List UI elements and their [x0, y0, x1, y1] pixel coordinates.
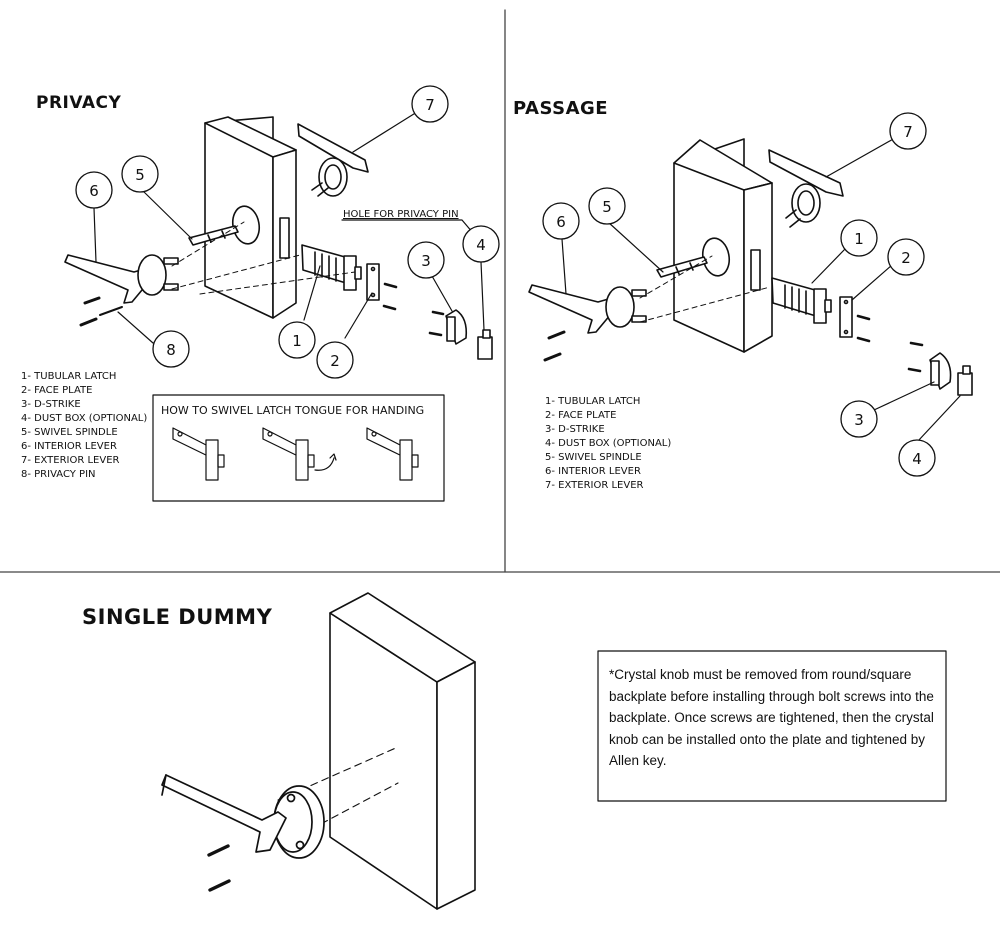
passage-legend-item: 2- FACE PLATE [545, 410, 617, 421]
privacy-callout-3: 3 [421, 252, 431, 270]
privacy-callout-leaders [93, 111, 485, 344]
privacy-legend-item: 3- D-STRIKE [21, 399, 81, 410]
passage-callout-6: 6 [556, 213, 566, 231]
dummy-door [329, 592, 476, 910]
passage-swivel-spindle [656, 256, 708, 278]
passage-legend-item: 3- D-STRIKE [545, 424, 605, 435]
passage-face-plate [839, 296, 871, 343]
passage-callout-3: 3 [854, 411, 864, 429]
passage-d-strike [907, 341, 952, 390]
passage-legend-item: 6- INTERIOR LEVER [545, 466, 641, 477]
passage-legend: 1- TUBULAR LATCH 2- FACE PLATE 3- D-STRI… [545, 395, 671, 493]
privacy-callout-6: 6 [89, 182, 99, 200]
privacy-legend-item: 2- FACE PLATE [21, 385, 93, 396]
privacy-legend-item: 6- INTERIOR LEVER [21, 441, 117, 452]
privacy-face-plate [366, 263, 398, 311]
passage-callout-4: 4 [912, 450, 922, 468]
passage-legend-item: 4- DUST BOX (OPTIONAL) [545, 438, 672, 449]
privacy-legend-item: 5- SWIVEL SPINDLE [21, 427, 118, 438]
privacy-title: PRIVACY [36, 93, 122, 113]
privacy-callout-8: 8 [166, 341, 176, 359]
privacy-legend-item: 8- PRIVACY PIN [21, 469, 96, 480]
privacy-door [204, 116, 297, 319]
dummy-title: SINGLE DUMMY [82, 605, 273, 629]
passage-callout-5: 5 [602, 198, 612, 216]
passage-exterior-lever [768, 149, 844, 228]
privacy-callout-numbers: 6 5 7 1 2 3 4 8 [89, 96, 486, 370]
swivel-latch-3 [366, 427, 419, 481]
privacy-interior-lever [64, 254, 179, 304]
swivel-title: HOW TO SWIVEL LATCH TONGUE FOR HANDING [161, 404, 425, 417]
passage-tubular-latch [771, 277, 832, 324]
passage-callout-1: 1 [854, 230, 864, 248]
privacy-pin [99, 306, 123, 316]
passage-callout-2: 2 [901, 249, 911, 267]
privacy-callout-7: 7 [425, 96, 435, 114]
privacy-callout-5: 5 [135, 166, 145, 184]
note-box [597, 650, 947, 802]
privacy-hole-label: HOLE FOR PRIVACY PIN [343, 209, 459, 220]
privacy-legend-item: 4- DUST BOX (OPTIONAL) [21, 413, 148, 424]
privacy-legend: 1- TUBULAR LATCH 2- FACE PLATE 3- D-STRI… [21, 370, 147, 482]
passage-legend-item: 1- TUBULAR LATCH [545, 396, 641, 407]
privacy-callout-2: 2 [330, 352, 340, 370]
passage-callout-leaders [561, 137, 961, 442]
passage-dust-box [957, 365, 973, 396]
passage-callout-circles [542, 112, 936, 477]
privacy-callout-4: 4 [476, 236, 486, 254]
passage-screws [543, 330, 566, 362]
passage-legend-item: 5- SWIVEL SPINDLE [545, 452, 642, 463]
swivel-latch-1 [172, 427, 225, 481]
privacy-swivel-spindle [188, 225, 239, 246]
privacy-exterior-lever [297, 123, 369, 197]
privacy-tubular-latch [301, 244, 362, 291]
passage-dashed-guides [639, 255, 771, 323]
dummy-lever [161, 774, 325, 859]
privacy-dashed-guides [171, 221, 356, 295]
privacy-d-strike [428, 309, 468, 345]
dummy-note: *Crystal knob must be removed from round… [609, 667, 934, 768]
privacy-legend-item: 1- TUBULAR LATCH [21, 371, 117, 382]
privacy-callout-circles [75, 85, 500, 379]
swivel-box [152, 394, 445, 502]
swivel-latch-2 [262, 427, 337, 481]
privacy-legend-item: 7- EXTERIOR LEVER [21, 455, 120, 466]
passage-interior-lever [528, 284, 647, 334]
privacy-dust-box [477, 329, 493, 360]
passage-legend-item: 7- EXTERIOR LEVER [545, 480, 644, 491]
privacy-screws [79, 296, 101, 327]
passage-title: PASSAGE [513, 98, 609, 119]
dummy-screws [207, 844, 231, 892]
privacy-callout-1: 1 [292, 332, 302, 350]
passage-callout-7: 7 [903, 123, 913, 141]
passage-callout-numbers: 6 5 7 1 2 3 4 [556, 123, 922, 468]
passage-door [673, 138, 773, 353]
